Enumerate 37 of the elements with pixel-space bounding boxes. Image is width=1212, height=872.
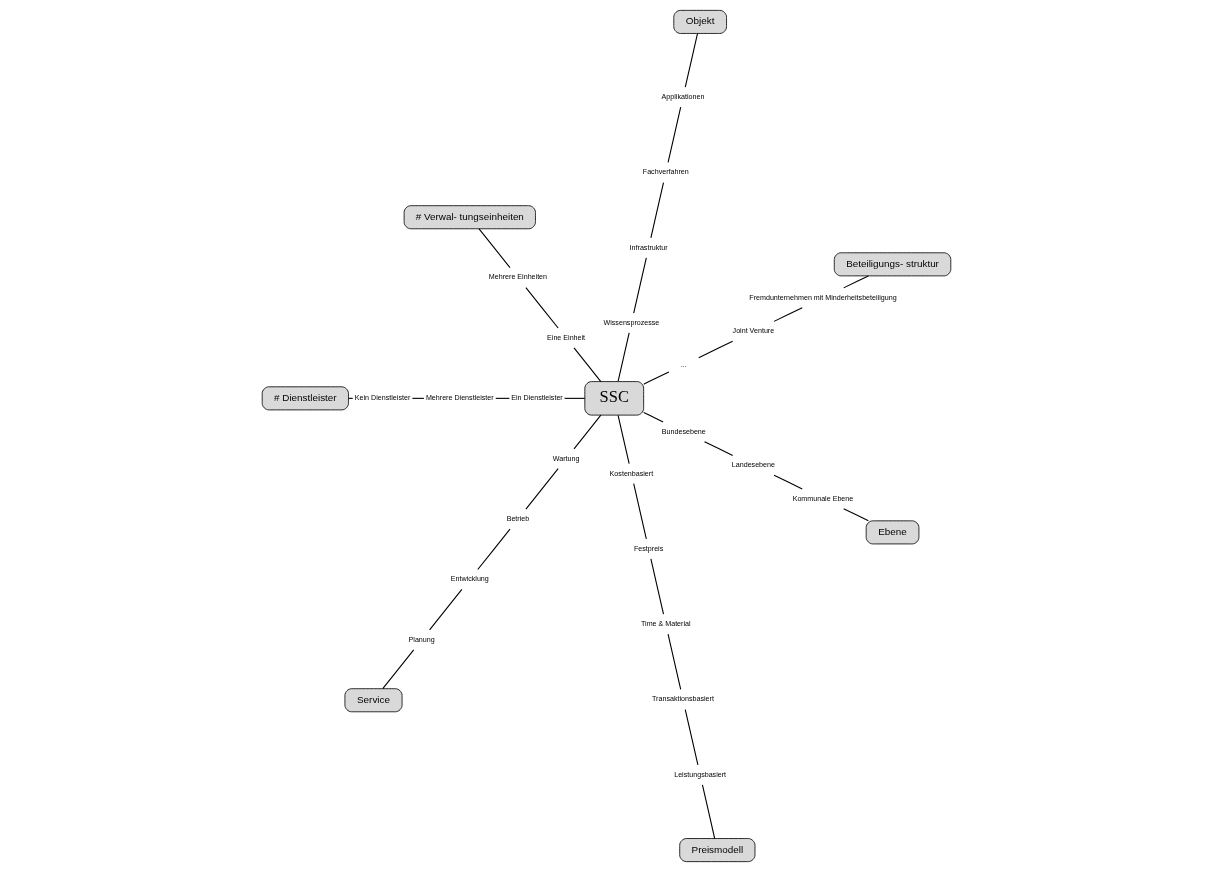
connector bbox=[478, 228, 511, 269]
connector bbox=[649, 182, 664, 239]
connector bbox=[701, 784, 715, 839]
connector bbox=[642, 412, 664, 423]
connector bbox=[667, 633, 681, 690]
connector bbox=[649, 558, 664, 615]
node-box: Service bbox=[344, 688, 402, 713]
connector bbox=[381, 649, 414, 690]
connector bbox=[476, 528, 511, 571]
connector bbox=[773, 307, 803, 322]
connector bbox=[842, 275, 869, 289]
connector bbox=[632, 483, 647, 540]
connector bbox=[773, 474, 803, 490]
connector bbox=[524, 287, 559, 329]
connector bbox=[563, 397, 585, 399]
node-box: SSC bbox=[583, 381, 644, 416]
connector bbox=[632, 257, 647, 314]
connector bbox=[617, 414, 630, 465]
connector bbox=[524, 468, 559, 510]
node-box: Ebene bbox=[865, 520, 919, 545]
connector bbox=[572, 414, 601, 450]
connector bbox=[572, 347, 601, 383]
connector bbox=[697, 340, 733, 359]
node-box: Objekt bbox=[672, 9, 727, 34]
connector bbox=[684, 33, 698, 88]
connector bbox=[411, 397, 424, 399]
connector bbox=[703, 441, 733, 456]
node-box: # Verwal- tungseinheiten bbox=[403, 205, 536, 230]
node-box: # Dienstleister bbox=[261, 386, 349, 411]
connector bbox=[667, 106, 681, 164]
node-box: Preismodell bbox=[678, 838, 755, 863]
connector bbox=[684, 708, 698, 766]
connector bbox=[617, 332, 630, 382]
connector bbox=[642, 371, 669, 385]
node-box: Beteiligungs- struktur bbox=[833, 252, 951, 277]
connector bbox=[842, 508, 869, 522]
connector bbox=[428, 588, 462, 631]
